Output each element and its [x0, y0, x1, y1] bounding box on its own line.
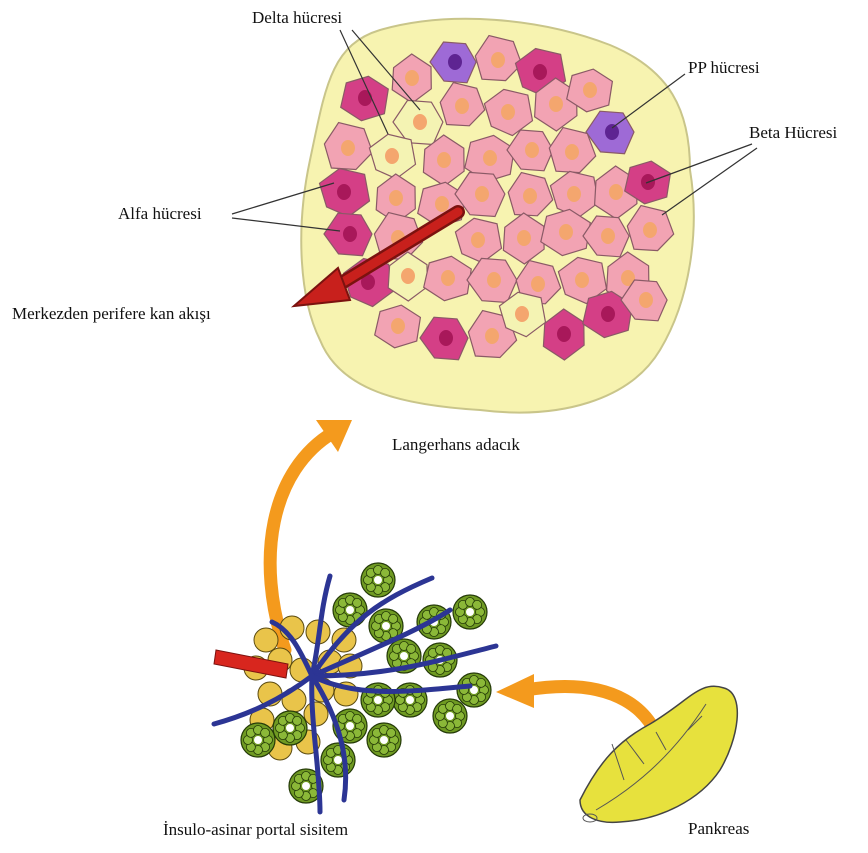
acinus	[433, 699, 467, 733]
label-portal-system: İnsulo-asinar portal sisitem	[163, 821, 348, 838]
acinus	[367, 723, 401, 757]
label-islet: Langerhans adacık	[392, 436, 520, 453]
label-blood-flow: Merkezden perifere kan akışı	[12, 305, 211, 322]
label-pp-cell: PP hücresi	[688, 59, 760, 76]
acinus	[333, 593, 367, 627]
label-alpha-cell: Alfa hücresi	[118, 205, 202, 222]
acinus	[241, 723, 275, 757]
acinus	[453, 595, 487, 629]
label-delta-cell: Delta hücresi	[252, 9, 342, 26]
acinus	[361, 563, 395, 597]
islet-cluster-cell	[304, 702, 328, 726]
acinus	[321, 743, 355, 777]
acinus	[273, 711, 307, 745]
acinus	[457, 673, 491, 707]
label-pancreas: Pankreas	[688, 820, 749, 837]
islet-cluster-cell	[254, 628, 278, 652]
pancreas-organ	[580, 686, 737, 822]
label-beta-cell: Beta Hücresi	[749, 124, 837, 141]
